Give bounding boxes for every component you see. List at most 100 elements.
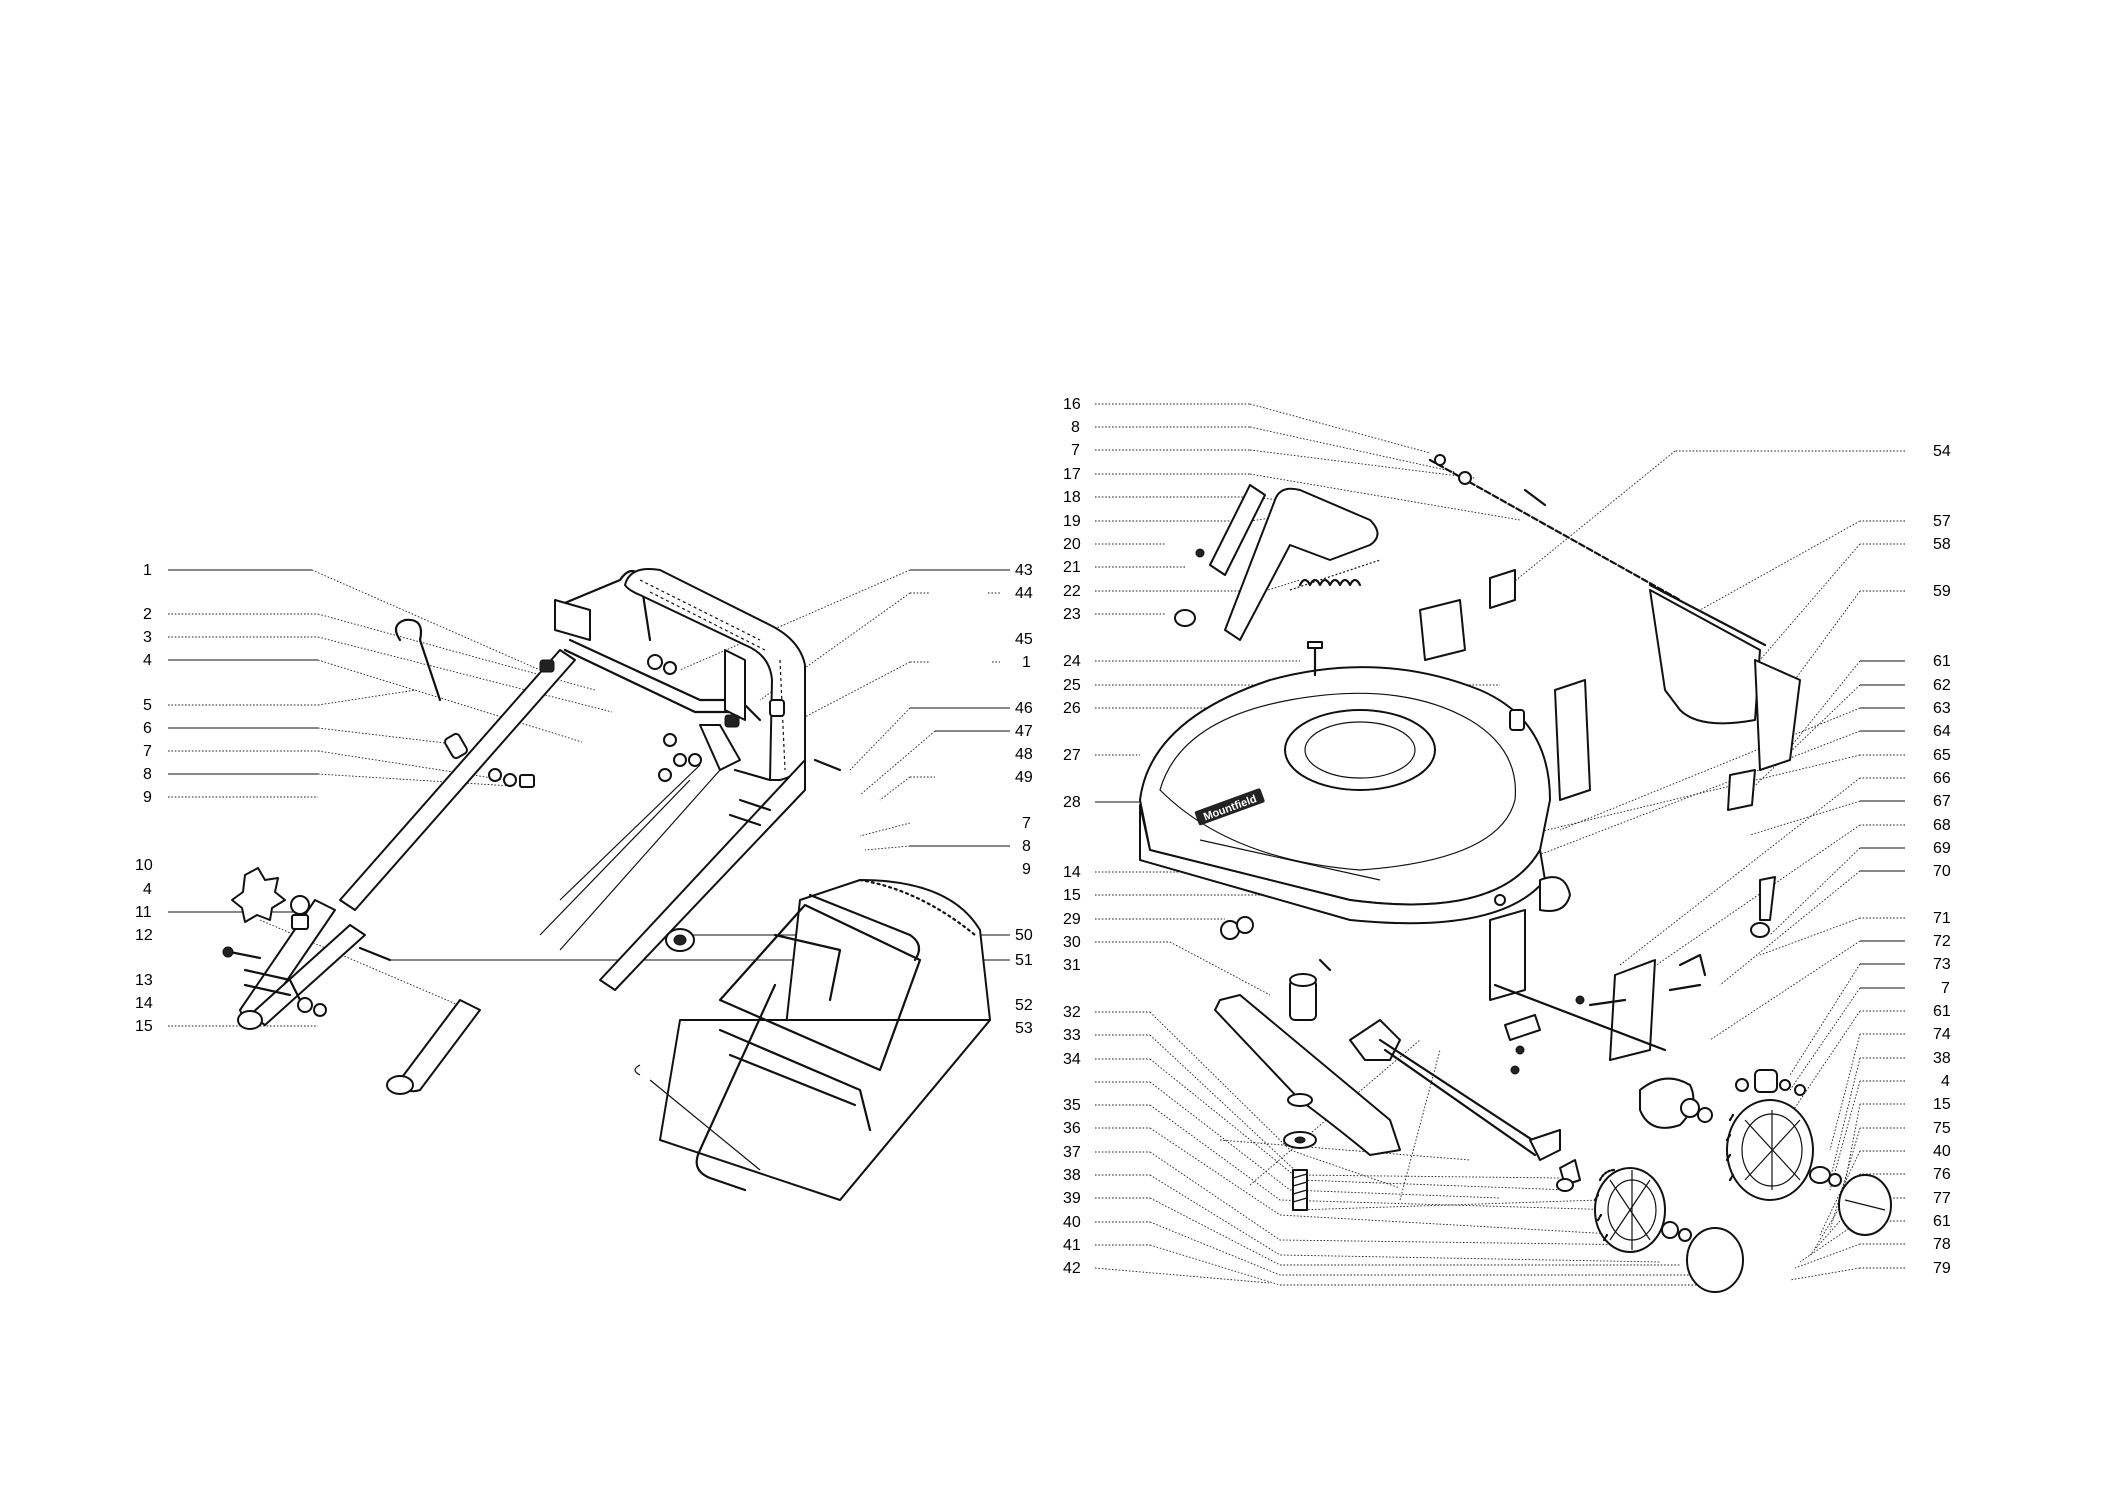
callout-l8: 8: [143, 766, 152, 783]
callout-q14: 70: [1933, 863, 1951, 880]
callout-r8: 21: [1063, 559, 1081, 576]
callout-m9: 7: [1022, 815, 1031, 832]
callout-q21: 38: [1933, 1050, 1951, 1067]
callout-q8: 64: [1933, 723, 1951, 740]
callout-r21: 32: [1063, 1004, 1081, 1021]
callout-l1: 1: [143, 562, 152, 579]
callout-l4: 4: [143, 652, 152, 669]
callout-m1: 43: [1015, 562, 1033, 579]
callout-q5: 61: [1933, 653, 1951, 670]
callout-m12: 50: [1015, 927, 1033, 944]
callout-r25: 36: [1063, 1120, 1081, 1137]
callout-l11: 4: [143, 881, 152, 898]
callout-q10: 66: [1933, 770, 1951, 787]
callout-l9: 9: [143, 789, 152, 806]
callout-q9: 65: [1933, 747, 1951, 764]
callout-m4: 1: [1022, 654, 1031, 671]
callout-q25: 40: [1933, 1143, 1951, 1160]
callout-r29: 40: [1063, 1214, 1081, 1231]
left-leader-lines: [168, 569, 613, 1027]
callout-q1: 54: [1933, 443, 1951, 460]
callout-l14: 13: [135, 972, 153, 989]
callout-q17: 73: [1933, 956, 1951, 973]
callout-l10: 10: [135, 857, 153, 874]
callout-q2: 57: [1933, 513, 1951, 530]
callout-q16: 72: [1933, 933, 1951, 950]
callout-m15: 53: [1015, 1020, 1033, 1037]
callout-r6: 19: [1063, 513, 1081, 530]
callout-r22: 33: [1063, 1027, 1081, 1044]
callout-r9: 22: [1063, 583, 1081, 600]
callout-q23: 15: [1933, 1096, 1951, 1113]
callout-r30: 41: [1063, 1237, 1081, 1254]
callout-q27: 77: [1933, 1190, 1951, 1207]
callout-l7: 7: [143, 743, 152, 760]
callout-m2: 44: [1015, 585, 1033, 602]
callout-l12: 11: [135, 904, 152, 921]
left-callout-labels: 1 2 3 4 5 6 7 8 9 10 4 11 12 13 14 15: [135, 562, 153, 1035]
callout-l3: 3: [143, 629, 152, 646]
callout-r12: 25: [1063, 677, 1081, 694]
callout-q7: 63: [1933, 700, 1951, 717]
callout-q12: 68: [1933, 817, 1951, 834]
callout-q4: 59: [1933, 583, 1951, 600]
callout-r2: 8: [1071, 419, 1080, 436]
callout-r3: 7: [1071, 442, 1080, 459]
callout-l13: 12: [135, 927, 153, 944]
callout-r15: 28: [1063, 794, 1081, 811]
handle-assembly-illustration: [222, 568, 842, 1095]
callout-r13: 26: [1063, 700, 1081, 717]
callout-q24: 75: [1933, 1120, 1951, 1137]
callout-r26: 37: [1063, 1144, 1081, 1161]
right-callout-labels-right-column: 54 57 58 59 61 62 63 64 65 66 67 68 69 7…: [1933, 443, 1951, 1277]
callout-r28: 39: [1063, 1190, 1081, 1207]
callout-q18: 7: [1941, 980, 1950, 997]
callout-q22: 4: [1941, 1073, 1950, 1090]
callout-r5: 18: [1063, 489, 1081, 506]
callout-l6: 6: [143, 720, 152, 737]
callout-r14: 27: [1063, 747, 1081, 764]
callout-m8: 49: [1015, 769, 1033, 786]
callout-q11: 67: [1933, 793, 1951, 810]
callout-m11: 9: [1022, 861, 1031, 878]
callout-r23: 34: [1063, 1051, 1081, 1068]
callout-r24: 35: [1063, 1097, 1081, 1114]
callout-l5: 5: [143, 697, 152, 714]
callout-q15: 71: [1933, 910, 1951, 927]
callout-r19: 30: [1063, 934, 1081, 951]
callout-q28: 61: [1933, 1213, 1951, 1230]
callout-m13: 51: [1015, 952, 1033, 969]
callout-l15: 14: [135, 995, 153, 1012]
callout-r20: 31: [1063, 957, 1081, 974]
callout-q3: 58: [1933, 536, 1951, 553]
callout-m14: 52: [1015, 997, 1033, 1014]
callout-q13: 69: [1933, 840, 1951, 857]
callout-r1: 16: [1063, 396, 1081, 413]
grass-collector-illustration: [634, 878, 991, 1201]
right-callout-labels-left-column: 16 8 7 17 18 19 20 21 22 23 24 25 26 27 …: [1063, 396, 1081, 1277]
callout-m3: 45: [1015, 631, 1033, 648]
callout-m6: 47: [1015, 723, 1033, 740]
callout-q29: 78: [1933, 1236, 1951, 1253]
callout-r17: 15: [1063, 887, 1081, 904]
callout-q30: 79: [1933, 1260, 1951, 1277]
callout-q20: 74: [1933, 1026, 1951, 1043]
callout-r10: 23: [1063, 606, 1081, 623]
callout-m5: 46: [1015, 700, 1033, 717]
callout-r18: 29: [1063, 911, 1081, 928]
callout-r11: 24: [1063, 653, 1081, 670]
callout-q19: 61: [1933, 1003, 1951, 1020]
callout-r31: 42: [1063, 1260, 1081, 1277]
callout-m7: 48: [1015, 746, 1033, 763]
callout-r16: 14: [1063, 864, 1081, 881]
callout-r27: 38: [1063, 1167, 1081, 1184]
right-side-leader-lines: [1379, 450, 1905, 1281]
callout-q26: 76: [1933, 1166, 1951, 1183]
callout-l2: 2: [143, 606, 152, 623]
callout-l16: 15: [135, 1018, 153, 1035]
callout-r4: 17: [1063, 466, 1081, 483]
callout-m10: 8: [1022, 838, 1031, 855]
mower-deck-illustration: Mountfield: [1139, 454, 1892, 1293]
